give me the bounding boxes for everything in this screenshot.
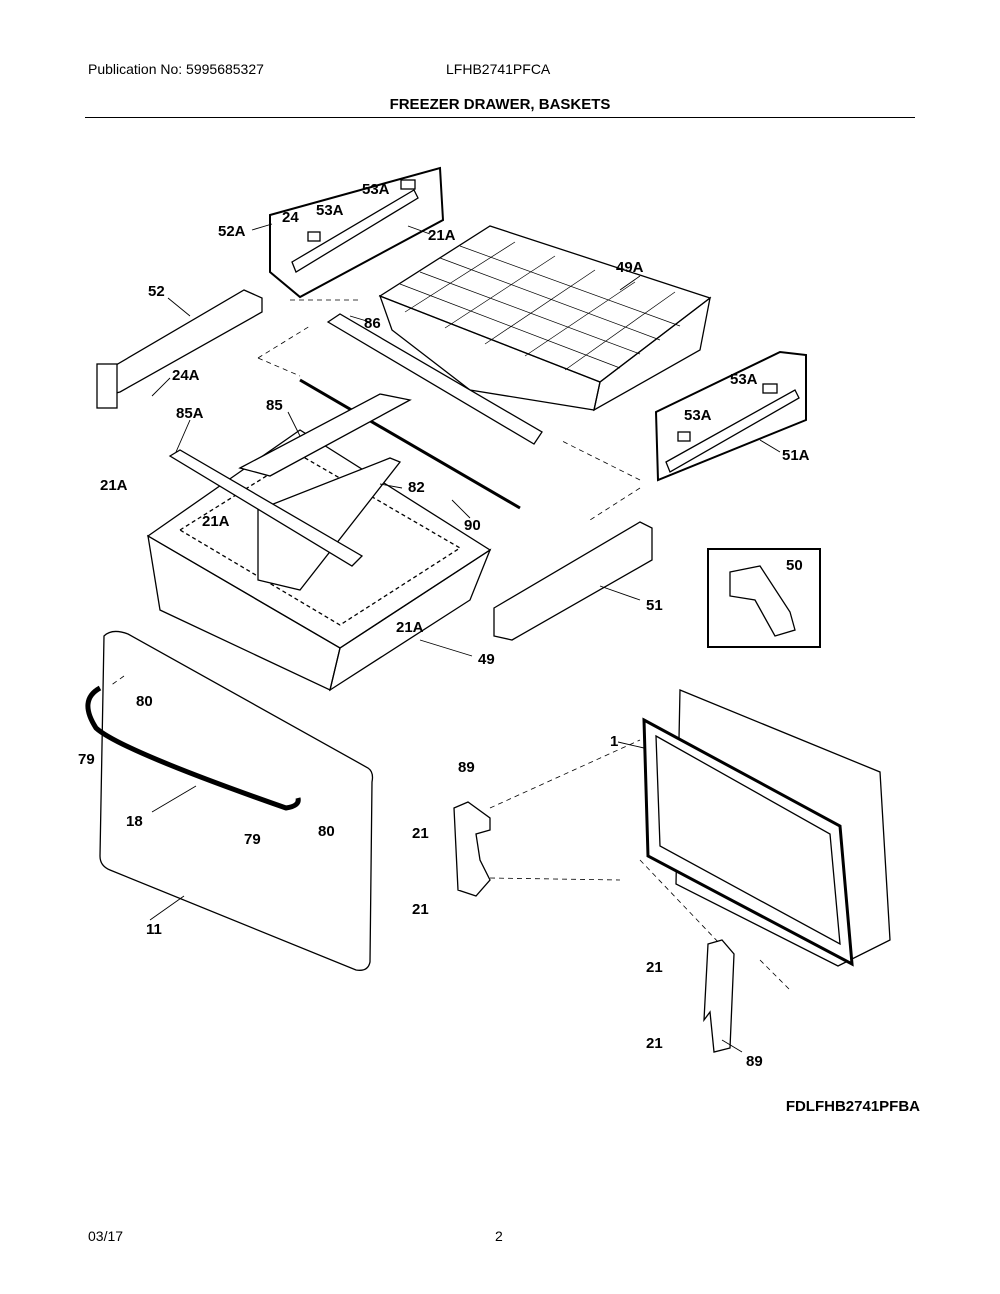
callout-18: 18: [126, 813, 143, 830]
callout-89-bot: 89: [746, 1053, 763, 1070]
callout-21-b: 21: [412, 901, 429, 918]
callout-82: 82: [408, 479, 425, 496]
callout-89-top: 89: [458, 759, 475, 776]
drawer-front-11: [99, 630, 374, 971]
publication-number: Publication No: 5995685327: [88, 61, 264, 77]
clip-53a-r2: [677, 431, 691, 442]
model-number: LFHB2741PFCA: [446, 61, 551, 77]
callout-90: 90: [464, 517, 481, 534]
callout-85a: 85A: [176, 405, 204, 422]
callout-24: 24: [282, 209, 299, 226]
callout-80-bot: 80: [318, 823, 335, 840]
callout-21a-top: 21A: [428, 227, 456, 244]
callout-79-left: 79: [78, 751, 95, 768]
callout-21-a: 21: [412, 825, 429, 842]
part-50-inset-box: [707, 548, 821, 648]
callout-21-d: 21: [646, 1035, 663, 1052]
callout-11: 11: [146, 921, 162, 938]
diagram-code: FDLFHB2741PFBA: [785, 1098, 920, 1115]
callout-79-bot: 79: [244, 831, 261, 848]
rail-52-bracket: [96, 363, 118, 409]
gasket-inner: [655, 734, 841, 946]
rod-90: [299, 378, 521, 510]
rail-51a-inset-box: [654, 350, 807, 482]
callout-1: 1: [610, 733, 618, 750]
callout-21a-inner: 21A: [202, 513, 230, 530]
page-title: FREEZER DRAWER, BASKETS: [389, 96, 611, 113]
callout-86: 86: [364, 315, 381, 332]
bar-85: [238, 393, 412, 477]
bar-85a: [168, 449, 364, 567]
callout-51a: 51A: [782, 447, 810, 464]
page-number: 2: [495, 1228, 503, 1244]
callout-50: 50: [786, 557, 803, 574]
callout-21a-low: 21A: [396, 619, 424, 636]
callout-53a-r1: 53A: [730, 371, 758, 388]
basket-49a-front: [378, 294, 601, 411]
rail-52a-inset-box: [269, 166, 445, 299]
callout-21a-left: 21A: [100, 477, 128, 494]
clip-53a-r1: [762, 383, 778, 394]
clip-53a-mid: [307, 231, 321, 242]
rail-52a: [291, 189, 419, 273]
trim-86: [326, 313, 543, 445]
callout-52: 52: [148, 283, 165, 300]
callout-21-c: 21: [646, 959, 663, 976]
rail-51: [493, 521, 653, 641]
bracket-89-bot: [703, 939, 735, 1053]
callout-80-top: 80: [136, 693, 153, 710]
callout-51: 51: [646, 597, 663, 614]
callout-53a-mid: 53A: [316, 202, 344, 219]
bracket-89-top: [453, 801, 491, 897]
clip-53a-top: [400, 179, 416, 190]
part-50-bracket: [729, 565, 796, 637]
bin-49-side: [328, 548, 492, 692]
callout-53a-r2: 53A: [684, 407, 712, 424]
basket-49a-side: [593, 296, 711, 412]
header-rule: [85, 117, 915, 118]
callout-49a: 49A: [616, 259, 644, 276]
callout-24a: 24A: [172, 367, 200, 384]
divider-82: [257, 457, 402, 591]
callout-85: 85: [266, 397, 283, 414]
callout-53a-top: 53A: [362, 181, 390, 198]
bin-49-inner: [178, 454, 462, 626]
callout-52a: 52A: [218, 223, 246, 240]
callout-49: 49: [478, 651, 495, 668]
rail-51a: [665, 389, 800, 473]
footer-date: 03/17: [88, 1228, 124, 1244]
handle-18: [85, 685, 301, 811]
gasket-1: [642, 717, 854, 967]
